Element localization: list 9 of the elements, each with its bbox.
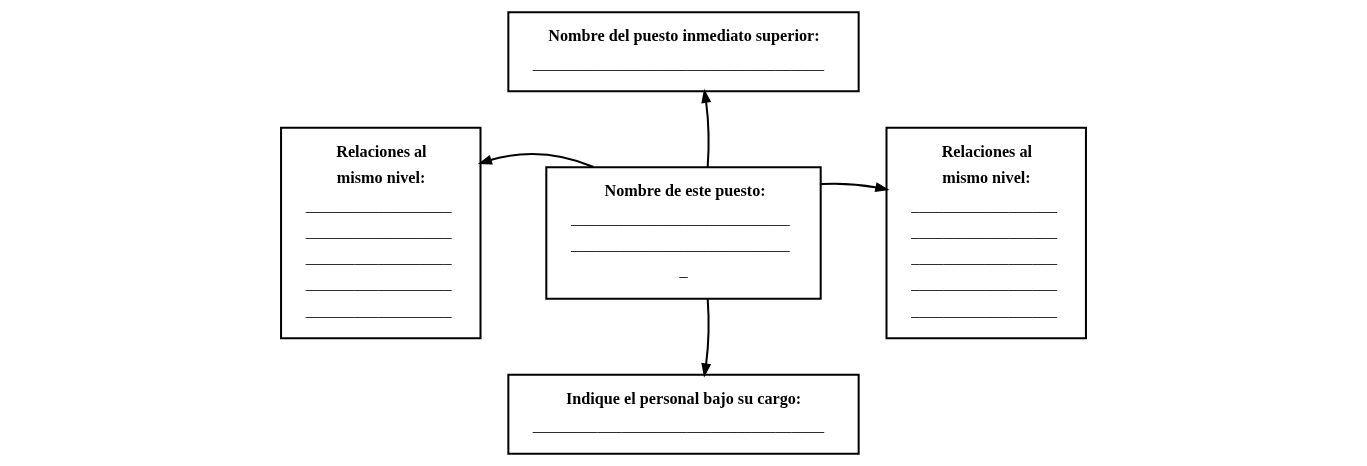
arrow (701, 298, 712, 378)
node-box: Relaciones al mismo nivel: __________________ __________________ __________________ __________________ __________________ (885, 126, 1087, 340)
node-box: Nombre del puesto inmediato superior: ____________________________________ (507, 11, 860, 93)
node-box: Relaciones al mismo nivel: __________________ __________________ __________________ __________________ __________________ (280, 126, 482, 340)
arrow (477, 153, 594, 168)
arrow (820, 182, 890, 193)
node-box: Indique el personal bajo su cargo: ____________________________________ (507, 373, 860, 455)
node-box: Nombre de este puesto: ___________________________ ___________________________ _ (545, 166, 822, 300)
arrow (701, 88, 712, 168)
